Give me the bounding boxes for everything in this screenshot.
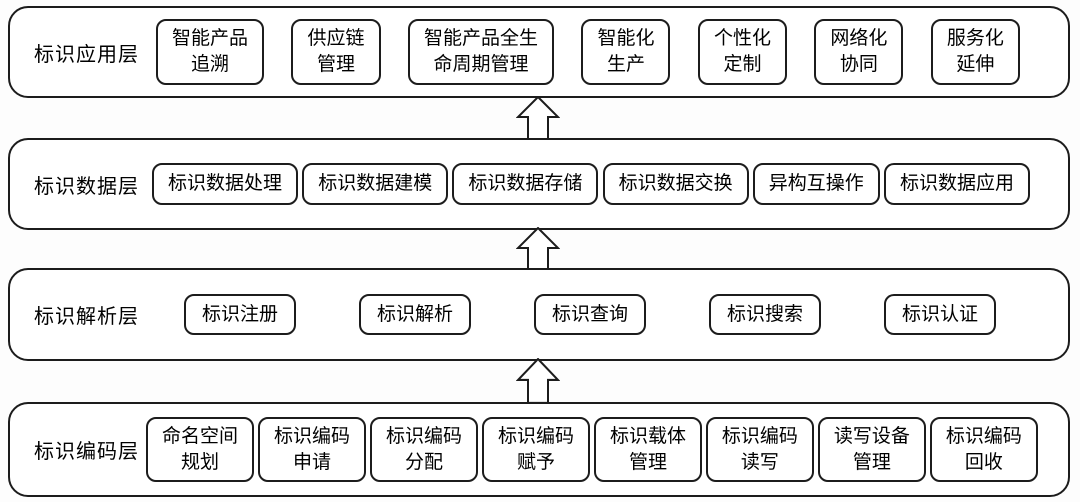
layer-box: 标识编码 申请 <box>257 416 366 483</box>
layer-data: 标识数据层 标识数据处理标识数据建模标识数据存储标识数据交换异构互操作标识数据应… <box>8 138 1070 230</box>
layer-box: 标识编码 分配 <box>369 416 478 483</box>
layer-box: 标识编码 读写 <box>705 416 814 483</box>
layer-box: 标识数据处理 <box>152 163 299 205</box>
layer-box: 标识数据存储 <box>452 163 599 205</box>
up-arrow-icon <box>516 227 560 271</box>
layer-resolution-boxes: 标识注册 标识解析 标识查询 标识搜索 标识认证 <box>184 293 996 336</box>
layer-resolution-label: 标识解析层 <box>34 306 139 328</box>
layer-box: 服务化 延伸 <box>930 19 1020 85</box>
layer-box: 个性化 定制 <box>697 19 787 85</box>
layer-box: 标识认证 <box>884 293 996 336</box>
layer-box: 标识数据建模 <box>302 163 449 205</box>
layer-box: 标识解析 <box>359 293 471 336</box>
layer-application: 标识应用层 智能产品 追溯供应链 管理智能产品全生 命周期管理智能化 生产个性化… <box>8 6 1070 98</box>
up-arrow-icon <box>516 96 560 140</box>
layer-box: 标识数据应用 <box>883 163 1030 205</box>
layer-box: 命名空间 规划 <box>146 416 255 483</box>
layer-box: 读写设备 管理 <box>817 416 926 483</box>
layer-box: 标识搜索 <box>709 293 821 336</box>
layer-box: 智能产品全生 命周期管理 <box>407 19 554 85</box>
layer-coding-boxes: 命名空间 规划标识编码 申请标识编码 分配标识编码 赋予标识载体 管理标识编码 … <box>146 416 1038 483</box>
layer-box: 标识编码 回收 <box>929 416 1038 483</box>
layer-coding: 标识编码层 命名空间 规划标识编码 申请标识编码 分配标识编码 赋予标识载体 管… <box>8 402 1070 497</box>
layer-box: 智能化 生产 <box>581 19 671 85</box>
layer-resolution: 标识解析层 标识注册 标识解析 标识查询 标识搜索 标识认证 <box>8 268 1070 361</box>
layer-box: 标识查询 <box>534 293 646 336</box>
layer-application-boxes: 智能产品 追溯供应链 管理智能产品全生 命周期管理智能化 生产个性化 定制网络化… <box>156 19 1020 85</box>
layer-box: 供应链 管理 <box>291 19 381 85</box>
layer-coding-label: 标识编码层 <box>34 441 139 463</box>
layer-box: 标识数据交换 <box>602 163 749 205</box>
layer-box: 异构互操作 <box>752 163 880 205</box>
layer-box: 网络化 协同 <box>814 19 904 85</box>
layer-box: 标识编码 赋予 <box>481 416 590 483</box>
layer-box: 标识载体 管理 <box>593 416 702 483</box>
layer-box: 标识注册 <box>184 293 296 336</box>
layer-box: 智能产品 追溯 <box>156 19 265 85</box>
layer-data-label: 标识数据层 <box>34 175 139 198</box>
layer-application-label: 标识应用层 <box>34 43 139 66</box>
layer-data-boxes: 标识数据处理标识数据建模标识数据存储标识数据交换异构互操作标识数据应用 <box>152 163 1030 205</box>
up-arrow-icon <box>516 358 560 404</box>
